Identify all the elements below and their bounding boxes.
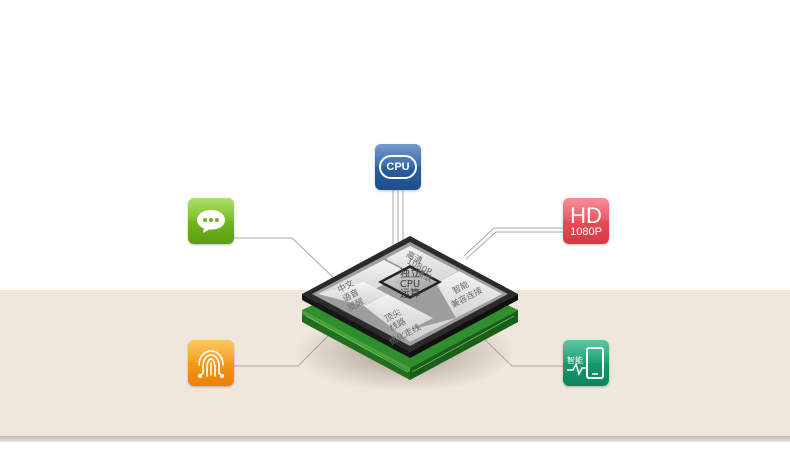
center-core-label: 独立 CPU 运算 <box>400 267 420 300</box>
phone-smart-label: 智能 <box>567 356 583 365</box>
pcb-edge-highlight <box>302 310 410 372</box>
segment-bottom-plate <box>364 294 433 330</box>
segment-left-plate <box>318 260 407 295</box>
fingerprint-circuit-icon[interactable] <box>188 340 234 386</box>
center-core <box>383 268 437 296</box>
segment-top-plate <box>387 246 456 282</box>
chat-bubble-icon[interactable] <box>188 198 234 244</box>
chat-bubble-glyph <box>197 210 225 233</box>
cpu-badge-label: CPU <box>379 155 417 179</box>
pcb-pins <box>305 315 515 373</box>
hd-1080p-icon[interactable]: HD 1080P <box>563 198 609 244</box>
core-line3: 运算 <box>400 287 420 300</box>
smartphone-glyph <box>567 347 604 379</box>
bottom-margin <box>0 442 790 471</box>
segment-right-plate <box>436 271 502 318</box>
chip-housing-left <box>302 294 410 358</box>
core-line1: 独立 <box>400 267 420 280</box>
hd-label: HD <box>570 203 602 228</box>
fingerprint-glyph <box>198 350 224 378</box>
connector-chat <box>234 237 339 283</box>
hd-resolution-label: 1080P <box>570 226 602 238</box>
core-line2: CPU <box>400 279 420 290</box>
floor-edge-shadow <box>0 436 790 442</box>
cpu-icon[interactable]: CPU <box>375 144 421 190</box>
smartphone-pulse-icon[interactable]: 智能 <box>563 340 609 386</box>
chip-housing-right <box>410 294 518 358</box>
pcb-right-side <box>410 310 518 380</box>
